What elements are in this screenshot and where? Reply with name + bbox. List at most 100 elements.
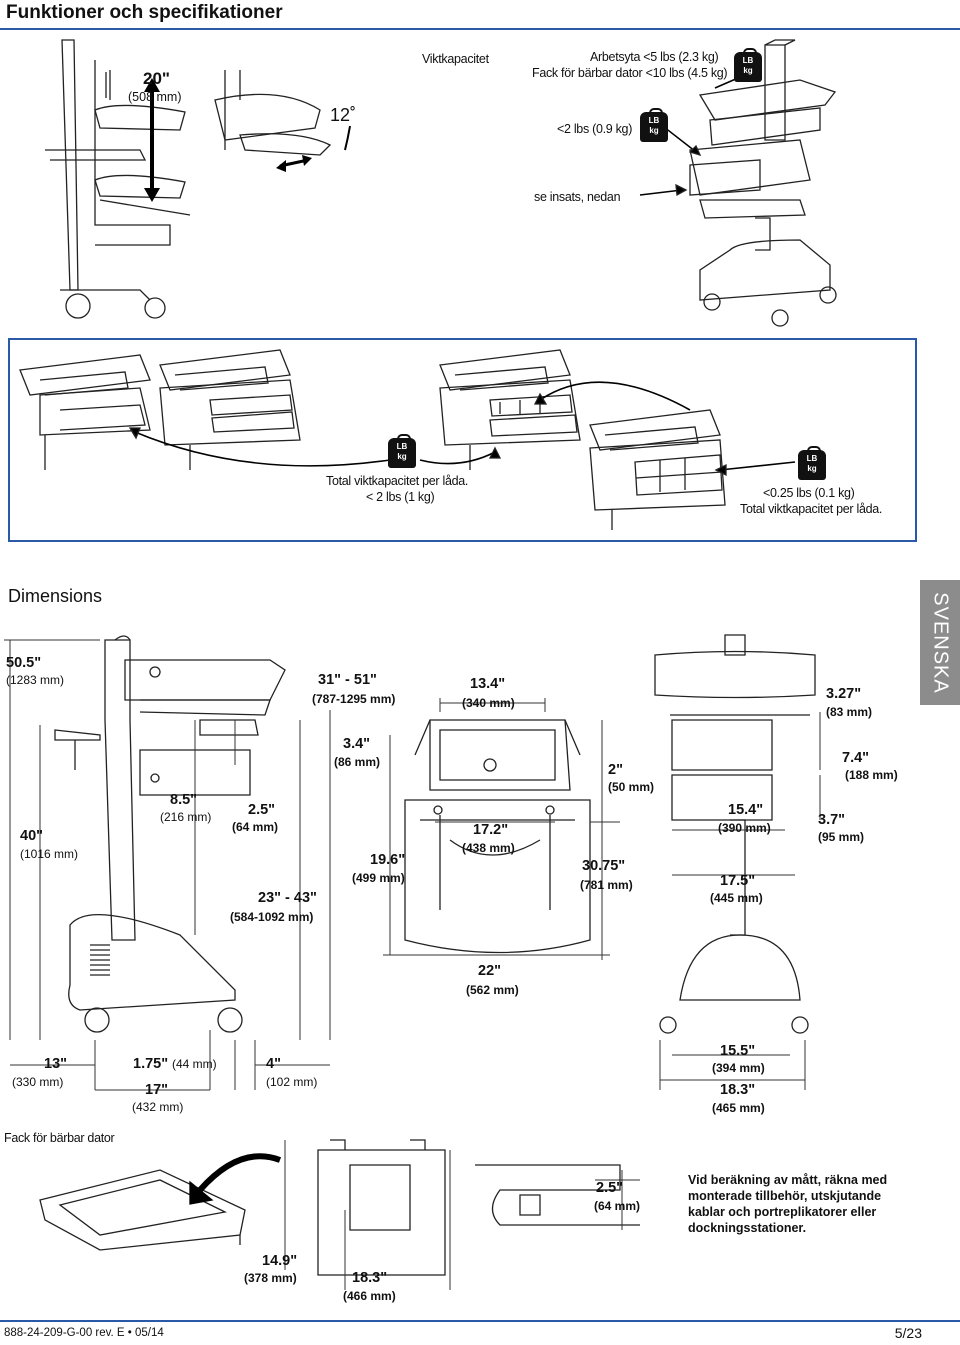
weight-icon-kg: kg [807, 464, 817, 473]
drawer-cart-3 [439, 349, 581, 470]
tray-lip-mm: (64 mm) [594, 1199, 641, 1213]
dim-side-base2: 18.3" [720, 1082, 756, 1098]
dim-side-cart [54, 635, 286, 1033]
dim-front-inner-mm: (438 mm) [462, 841, 515, 855]
dim-overall-h: 50.5" [6, 655, 42, 671]
drawer-cart-4 [589, 409, 726, 530]
weight-icon-lb: LB [806, 454, 818, 463]
dim-side-base2-mm: (465 mm) [712, 1101, 765, 1115]
drawer-capacity-box [8, 338, 917, 542]
dim-lines-side [4, 639, 331, 1091]
weight-icon-lb: LB [742, 56, 754, 65]
dim-overall-h-mm: (1283 mm) [6, 673, 65, 687]
dim-base-d-mm: (102 mm) [266, 1075, 318, 1089]
dim-front-right: 2" [608, 762, 623, 778]
cart-front-illustration [689, 39, 837, 327]
height-arrow-heads [144, 78, 160, 202]
dim-side-w1-mm: (390 mm) [718, 821, 771, 835]
dim-front-top: 3.4" [343, 736, 371, 752]
dim-front-cart [404, 719, 591, 954]
dim-lines-front [383, 698, 620, 960]
capacity-title: Viktkapacitet [422, 52, 489, 66]
drawer-capacity-left-2: < 2 lbs (1 kg) [366, 490, 435, 504]
dim-kb-h-mm: (584-1092 mm) [230, 910, 314, 924]
dim-side-top-mm: (83 mm) [826, 705, 873, 719]
dim-side-lower: 3.7" [818, 812, 846, 828]
dim-side-lower-mm: (95 mm) [818, 830, 865, 844]
dim-kb-h: 23" - 43" [258, 890, 317, 906]
dim-front-base-mm: (562 mm) [466, 983, 519, 997]
tray-lip: 2.5" [596, 1180, 624, 1196]
height-range-mm: (508 mm) [128, 90, 182, 104]
weight-icon-kg: kg [649, 126, 659, 135]
dim-front-depth: 19.6" [370, 852, 406, 868]
drawer-arrow-2 [539, 381, 691, 411]
dim-front-width-mm: (340 mm) [462, 696, 515, 710]
laptop-tray-title: Fack för bärbar dator [4, 1131, 115, 1145]
dimensions-title: Dimensions [8, 586, 103, 606]
dim-side-top: 3.27" [826, 686, 862, 702]
weight-icon-drawer-right: LB kg [798, 446, 826, 480]
tray-width: 14.9" [262, 1253, 298, 1269]
dim-side-w2-mm: (445 mm) [710, 891, 763, 905]
dim-base-c: 17" [145, 1082, 169, 1098]
dim-front-depth-mm: (499 mm) [352, 871, 405, 885]
cart-side-illustration [45, 39, 332, 319]
weight-icon-kg: kg [397, 452, 407, 461]
drawer-cart-1 [19, 354, 151, 470]
dim-front-base: 22" [478, 963, 502, 979]
dim-side-mid-mm: (188 mm) [845, 768, 898, 782]
drawer-capacity-right-2: Total viktkapacitet per låda. [740, 502, 883, 516]
weight-icon-shelf: LB kg [640, 108, 668, 142]
dim-work-h: 31" - 51" [318, 672, 377, 688]
dim-side-mid: 7.4" [842, 750, 870, 766]
doc-id: 888-24-209-G-00 rev. E • 05/14 [4, 1327, 164, 1339]
tray-dim-lines [284, 1140, 640, 1290]
tilt-value: 12˚ [330, 105, 357, 125]
dim-base-a-mm: (330 mm) [12, 1075, 64, 1089]
drawer-capacity-left-1: Total viktkapacitet per låda. [326, 474, 469, 488]
dim-base-c-mm: (432 mm) [132, 1100, 184, 1114]
dim-front-total-mm: (781 mm) [580, 878, 633, 892]
tray-depth: 18.3" [352, 1270, 388, 1286]
page-title: Funktioner och specifikationer [6, 2, 283, 23]
dim-kb-drop-mm: (216 mm) [160, 810, 212, 824]
dim-kb-tray: 2.5" [248, 802, 276, 818]
dim-side-w2: 17.5" [720, 873, 756, 889]
dim-base-b: 1.75" [133, 1056, 169, 1072]
tray-insert-arrow [197, 1153, 282, 1192]
weight-icon-lb: LB [648, 116, 660, 125]
dim-kb-drop: 8.5" [170, 792, 198, 808]
dim-lines-right [659, 712, 821, 1090]
dim-work-h-mm: (787-1295 mm) [312, 692, 396, 706]
language-tab: SVENSKA [920, 580, 960, 705]
dim-side-base1-mm: (394 mm) [712, 1061, 765, 1075]
dim-front-total: 30.75" [582, 858, 626, 874]
dim-base-a: 13" [44, 1056, 68, 1072]
laptop-tray-illustration [39, 1139, 640, 1276]
weight-icon-drawer-left: LB kg [388, 434, 416, 468]
dim-base-d: 4" [266, 1056, 281, 1072]
dim-base-h: 40" [20, 828, 44, 844]
see-insert-note: se insats, nedan [534, 190, 621, 204]
dim-side-w1: 15.4" [728, 802, 764, 818]
worksurface-capacity: Arbetsyta <5 lbs (2.3 kg) [590, 50, 719, 64]
weight-icon-top: LB kg [734, 48, 762, 82]
drawer-arrow-1 [134, 431, 391, 467]
tray-width-mm: (378 mm) [244, 1271, 297, 1285]
measurement-note: Vid beräkning av mått, räkna med montera… [688, 1173, 888, 1235]
dim-base-h-mm: (1016 mm) [20, 847, 79, 861]
footer-rule [0, 1320, 960, 1322]
drawer-cart-2 [159, 349, 301, 470]
weight-icon-kg: kg [743, 66, 753, 75]
shelf-capacity: <2 lbs (0.9 kg) [557, 122, 633, 136]
dim-side-base1: 15.5" [720, 1043, 756, 1059]
weight-icon-lb: LB [396, 442, 408, 451]
header-rule [0, 28, 960, 30]
dim-right-cart [654, 634, 816, 1034]
dim-front-right-mm: (50 mm) [608, 780, 655, 794]
dim-front-inner: 17.2" [473, 822, 509, 838]
dim-kb-tray-mm: (64 mm) [232, 820, 279, 834]
tray-depth-mm: (466 mm) [343, 1289, 396, 1303]
